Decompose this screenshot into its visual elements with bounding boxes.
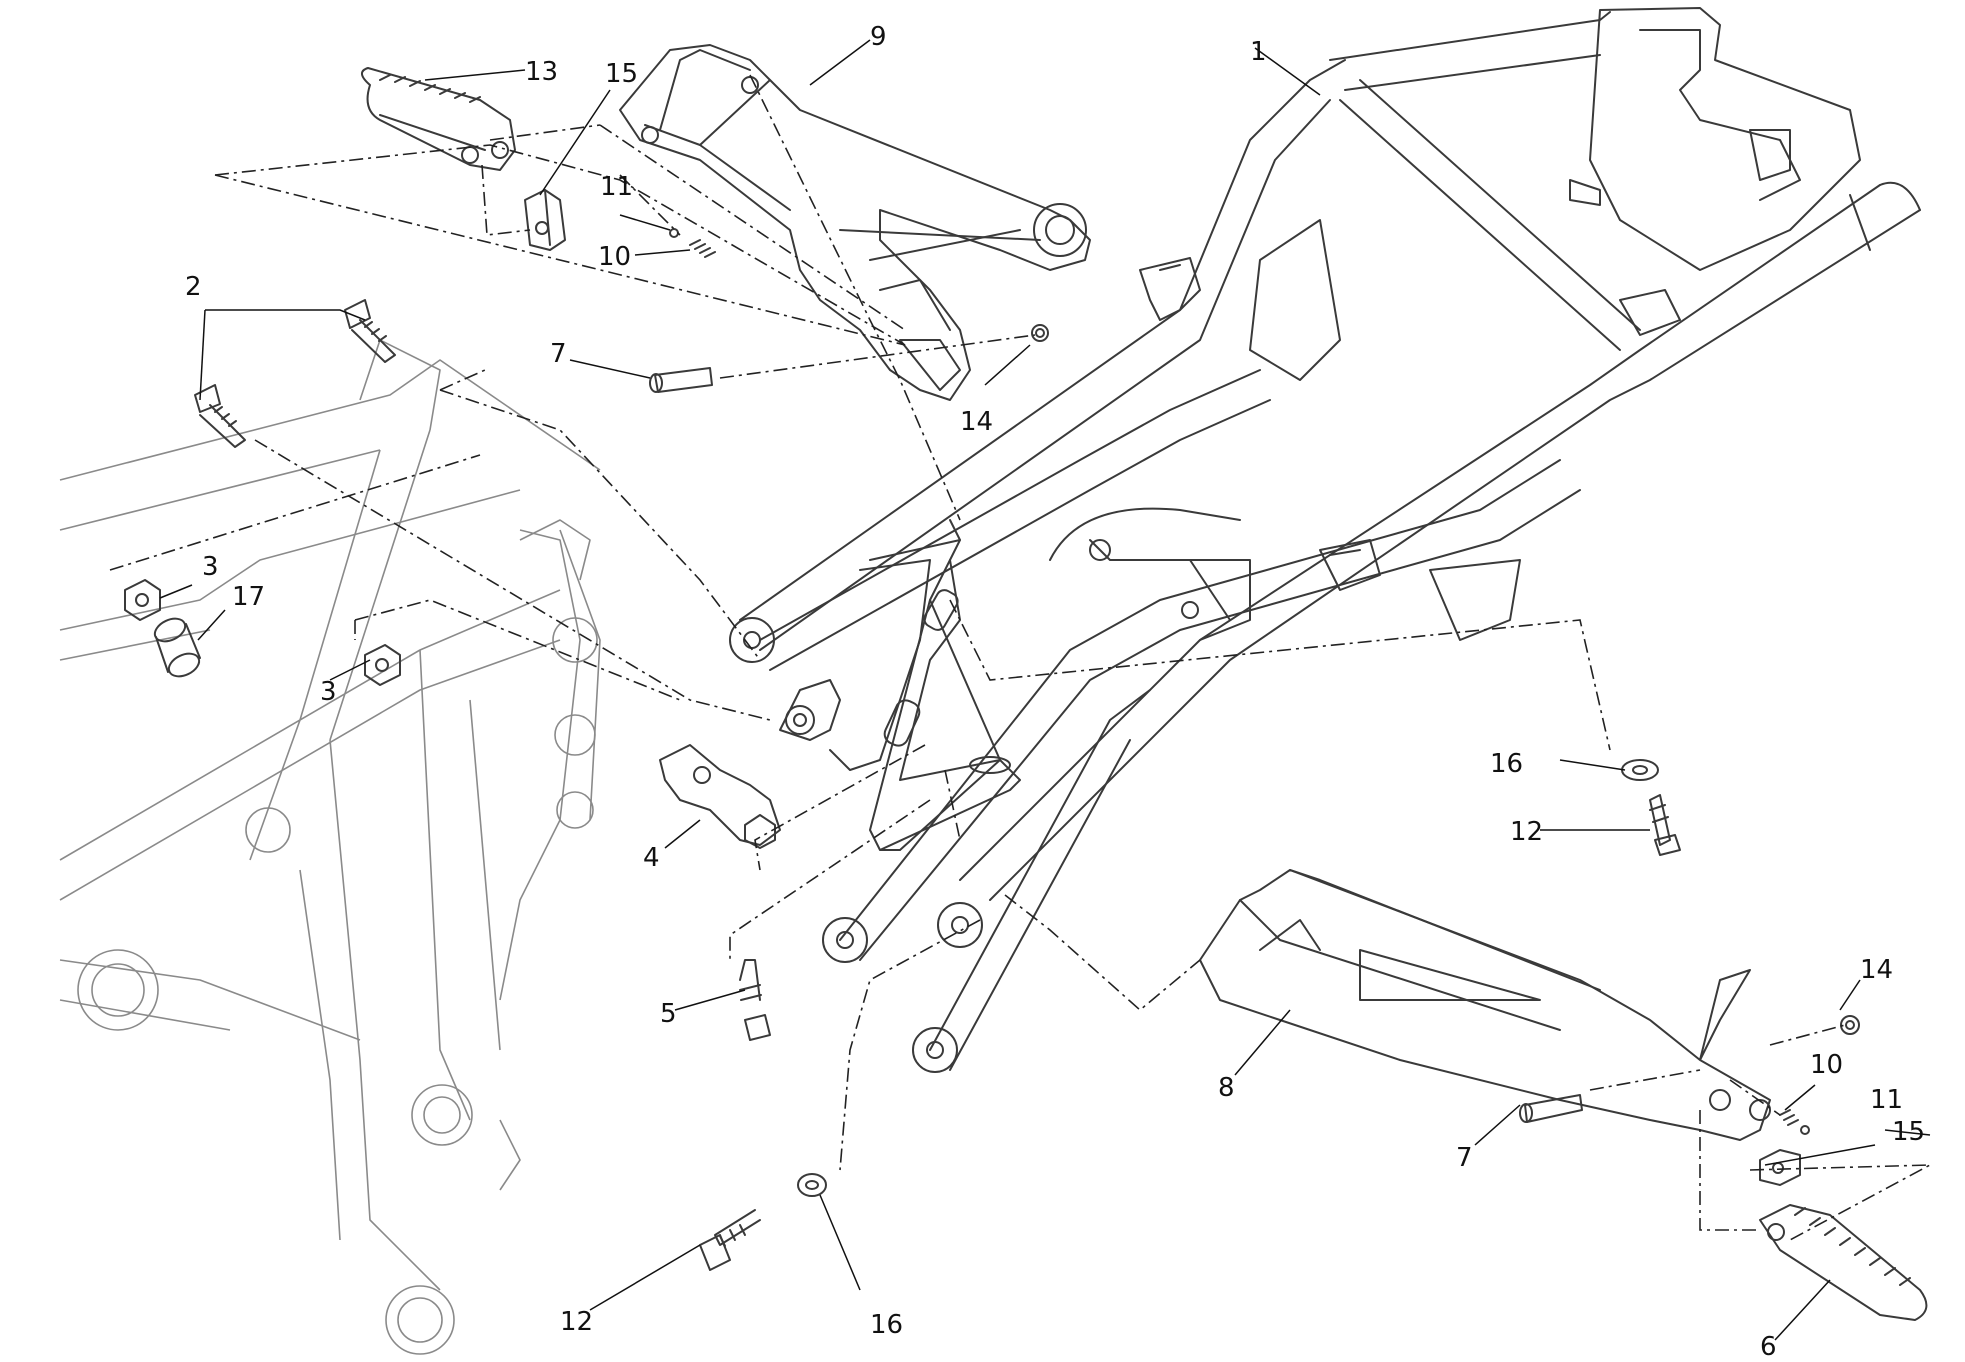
callout-5: 5 [660,999,677,1029]
callout-3a: 3 [202,552,219,582]
callout-15a: 15 [605,59,638,89]
circlip-right [1840,1015,1860,1035]
callout-labels: 1 2 3 3 4 5 6 7 7 8 9 10 10 11 11 12 12 … [185,22,1925,1362]
callout-7a: 7 [550,339,567,369]
washer-screw-right [1621,759,1681,856]
callout-13: 13 [525,57,558,87]
callout-3b: 3 [320,677,337,707]
hanger-plate-center [779,519,1021,851]
callout-10a: 10 [598,242,631,272]
callout-17: 17 [232,582,265,612]
callout-4: 4 [643,843,660,873]
screw-5 [739,959,771,1041]
assembly-lines [109,74,1931,1241]
rubber-block-top [524,189,566,251]
callout-10b: 10 [1810,1050,1843,1080]
left-footpeg-bracket [619,44,1091,401]
callout-15b: 15 [1892,1117,1925,1147]
callout-12a: 12 [1510,817,1543,847]
callout-9: 9 [870,22,887,52]
callout-14a: 14 [960,407,993,437]
callout-6: 6 [1760,1332,1777,1362]
callout-11a: 11 [600,172,633,202]
callout-1: 1 [1250,37,1267,67]
spacer-17 [153,617,201,678]
bracket-plate-4 [659,744,781,849]
left-footpeg [361,67,516,171]
right-footpeg-bracket [1199,869,1771,1141]
callout-8: 8 [1218,1073,1235,1103]
callout-16a: 16 [1490,749,1523,779]
callout-14b: 14 [1860,955,1893,985]
callout-12b: 12 [560,1307,593,1337]
detent-spring-top [669,228,716,258]
detent-spring-right [1779,1109,1810,1135]
rear-subframe [729,7,1921,1073]
callout-2: 2 [185,272,202,302]
nuts-3 [124,579,401,686]
pivot-pin-top [649,367,713,393]
pivot-pin-right [1519,1094,1583,1123]
washer-screw-bottom [699,1173,827,1271]
right-footpeg [1759,1204,1928,1321]
rubber-block-right [1759,1149,1801,1186]
screws-2 [194,299,396,448]
callout-11b: 11 [1870,1085,1903,1115]
main-frame [59,339,601,1355]
callout-7b: 7 [1456,1143,1473,1173]
circlip-top [1031,324,1049,342]
leader-lines [159,39,1931,1341]
callout-16b: 16 [870,1310,903,1340]
